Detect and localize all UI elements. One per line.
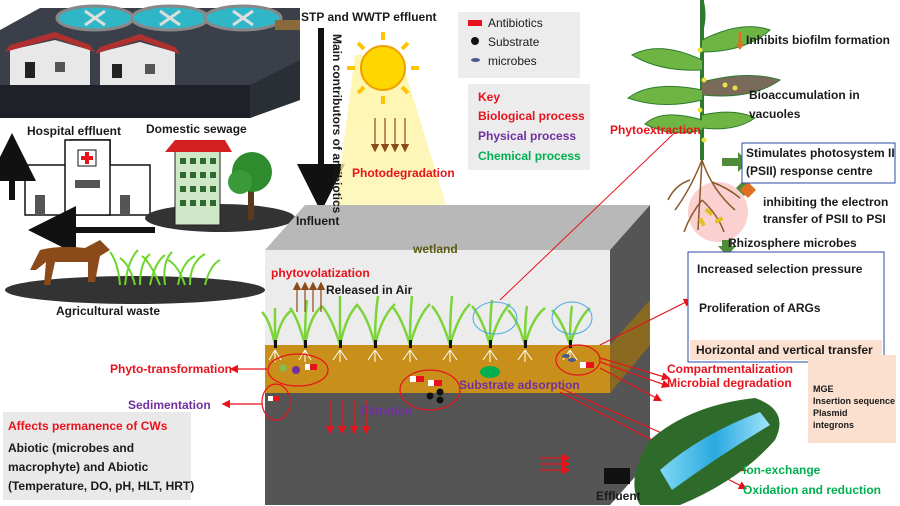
oxidation-reduction-label: Oxidation and reduction xyxy=(743,483,882,497)
effluent-label: Effluent xyxy=(596,489,641,503)
inhibit-label-1: inhibiting the electron xyxy=(763,195,889,209)
mge-item: Plasmid xyxy=(813,408,848,418)
mge-item: integrons xyxy=(813,420,855,430)
wetland-label: wetland xyxy=(413,242,458,256)
domestic-label: Domestic sewage xyxy=(146,122,247,136)
bioaccumulation-label-1: Bioaccumulation in xyxy=(749,88,860,102)
tall-plant-illustration xyxy=(626,0,782,242)
phytovolatization-label: phytovolatization xyxy=(271,266,370,280)
stp-plant-illustration xyxy=(0,4,300,118)
key-title: Key xyxy=(478,90,501,104)
released-in-air-label: Released in Air xyxy=(326,283,413,297)
legend-microbes: microbes xyxy=(488,54,537,68)
sun-icon xyxy=(347,32,419,104)
filtration-label: Filtration xyxy=(361,404,413,418)
microbe-legend-icon xyxy=(471,58,480,62)
permanence-title: Affects permanence of CWs xyxy=(8,419,168,433)
permanence-box xyxy=(3,412,191,500)
psii-label-1: Stimulates photosystem II xyxy=(746,146,895,160)
effluent-river xyxy=(604,398,780,505)
inhibit-label-2: transfer of PSII to PSI xyxy=(763,212,886,226)
selection-pressure-label: Increased selection pressure xyxy=(697,262,863,276)
legend-substrate: Substrate xyxy=(488,35,540,49)
inhibits-biofilm-label: Inhibits biofilm formation xyxy=(746,33,890,47)
phyto-transformation-label: Phyto-transformation xyxy=(110,362,233,376)
key-box xyxy=(468,84,590,170)
key-chemical: Chemical process xyxy=(478,149,581,163)
proliferation-label: Proliferation of ARGs xyxy=(699,301,821,315)
legend-antibiotics: Antibiotics xyxy=(488,16,543,30)
phytoextraction-label: Phytoextraction xyxy=(610,123,701,137)
domestic-building-illustration xyxy=(145,140,295,232)
transfer-label: Horizontal and vertical transfer xyxy=(696,343,873,357)
permanence-line-3: (Temperature, DO, pH, HLT, HRT) xyxy=(8,479,195,493)
bioaccumulation-label-2: vacuoles xyxy=(749,107,801,121)
photodegradation-label: Photodegradation xyxy=(352,166,455,180)
rhizosphere-label: Rhizosphere microbes xyxy=(728,236,857,250)
mge-box xyxy=(808,355,896,443)
ion-exchange-label: Ion-exchange xyxy=(743,463,821,477)
key-biological: Biological process xyxy=(478,109,585,123)
plant-roots xyxy=(268,349,578,362)
microbial-degradation-label: Microbial degradation xyxy=(667,376,792,390)
sedimentation-label: Sedimentation xyxy=(128,398,211,412)
psii-label-2: (PSII) response centre xyxy=(746,164,873,178)
key-physical: Physical process xyxy=(478,129,577,143)
substrate-adsorption-label: Substrate adsorption xyxy=(459,378,580,392)
agricultural-illustration xyxy=(5,240,265,304)
mge-title: MGE xyxy=(813,384,834,394)
hospital-label: Hospital effluent xyxy=(27,124,122,138)
agricultural-label: Agricultural waste xyxy=(56,304,161,318)
stp-label: STP and WWTP effluent xyxy=(301,10,437,24)
wetland-block xyxy=(265,205,650,505)
psii-box xyxy=(741,142,896,184)
mge-item: Insertion sequence xyxy=(813,396,896,406)
sunlight-beam xyxy=(330,55,460,250)
compartmentalization-label: Compartmentalization xyxy=(667,362,794,376)
hospital-illustration xyxy=(24,139,151,216)
antibiotic-legend-icon xyxy=(468,20,482,26)
substrate-legend-icon xyxy=(471,37,479,45)
main-contributors-label: Main contributors of antibiotics xyxy=(330,34,344,214)
permanence-line-2: macrophyte) and Abiotic xyxy=(8,460,149,474)
influent-label: Influent xyxy=(296,214,340,228)
permanence-line-1: Abiotic (microbes and xyxy=(8,441,135,455)
